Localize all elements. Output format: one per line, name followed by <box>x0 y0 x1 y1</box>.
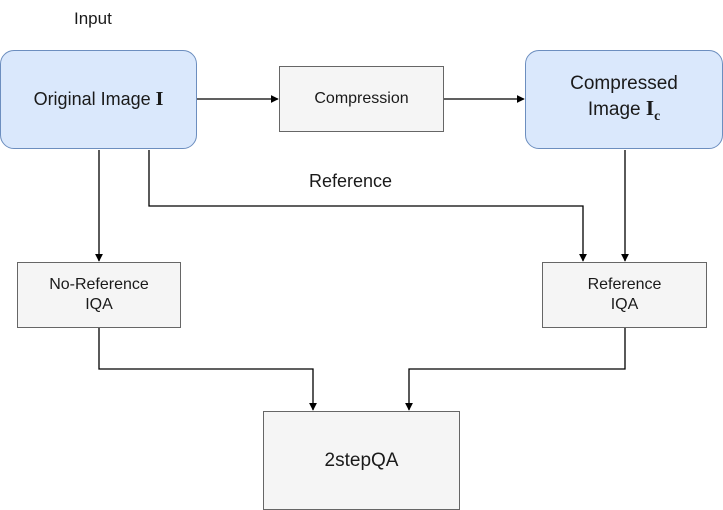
no-reference-iqa-node: No-Reference IQA <box>17 262 181 328</box>
2stepqa-node: 2stepQA <box>263 411 460 510</box>
original-image-node: Original Image I <box>0 50 197 149</box>
edge-nr-iqa-to-2stepqa <box>98 328 317 411</box>
compression-label: Compression <box>314 90 409 107</box>
input-label: Input <box>74 9 112 28</box>
compressed-image-line2: Image <box>587 98 646 120</box>
ref-iqa-line1: Reference <box>587 276 662 293</box>
2stepqa-label: 2stepQA <box>324 449 399 471</box>
compression-node: Compression <box>279 66 444 132</box>
nr-iqa-line2: IQA <box>85 296 113 313</box>
nr-iqa-line1: No-Reference <box>49 276 149 293</box>
compressed-image-node: Compressed Image Ic <box>525 50 723 149</box>
edge-ref-iqa-to-2stepqa <box>405 328 626 411</box>
edge-original-reference-to-ref-iqa <box>148 150 587 262</box>
ref-iqa-line2: IQA <box>610 296 639 313</box>
compressed-image-subscript: c <box>654 107 661 123</box>
original-image-symbol: I <box>155 88 164 110</box>
reference-iqa-node: Reference IQA <box>542 262 707 328</box>
reference-edge-label: Reference <box>309 171 393 191</box>
original-image-label: Original Image <box>33 89 156 109</box>
compressed-image-line1: Compressed <box>570 72 678 94</box>
compressed-image-symbol: I <box>645 95 655 120</box>
